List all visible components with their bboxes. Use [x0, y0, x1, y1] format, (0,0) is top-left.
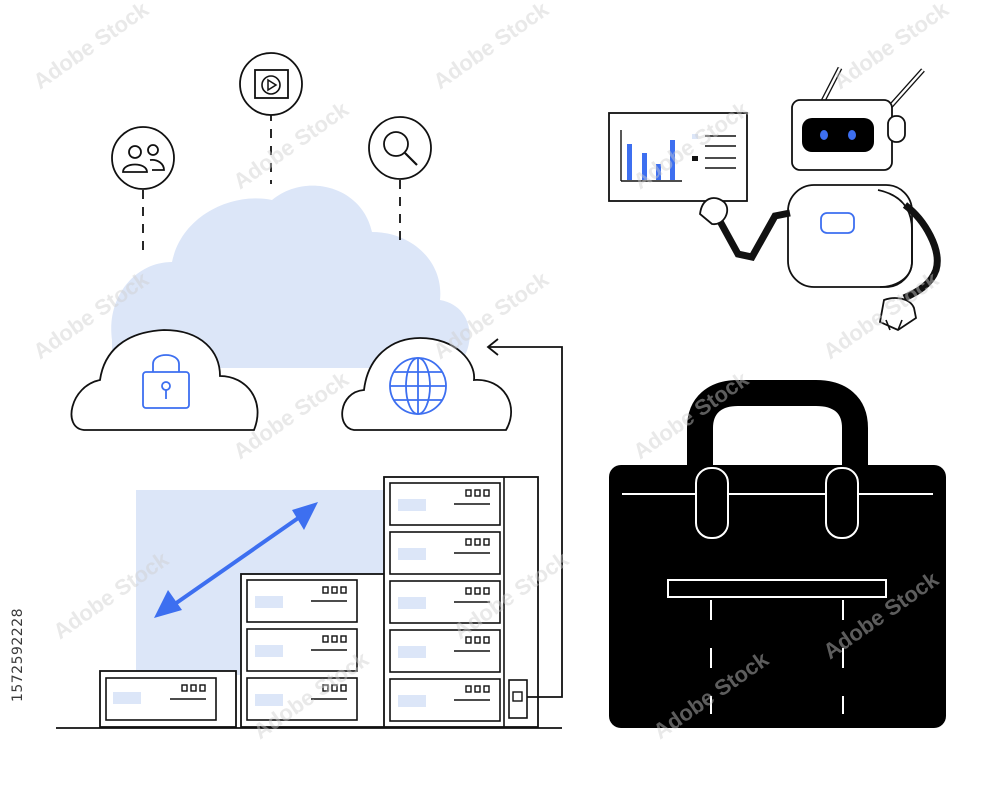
globe-cloud-shape: [341, 337, 512, 431]
watermark-text: Adobe Stock: [429, 0, 554, 94]
briefcase-icon: [609, 380, 946, 728]
server-unit: [246, 628, 358, 672]
server-unit: [246, 579, 358, 623]
large-cloud-shape: [111, 185, 470, 368]
data-flow-arrow: [486, 338, 563, 698]
rack-port: [508, 679, 528, 719]
server-rack-medium: [240, 573, 388, 728]
bar-chart-icon: [620, 130, 682, 182]
robot-group: [608, 66, 941, 332]
chart-board: [608, 112, 748, 202]
server-unit: [389, 678, 501, 722]
play-icon: [239, 52, 303, 116]
server-unit: [246, 677, 358, 721]
server-unit: [389, 629, 501, 673]
lock-icon: [142, 354, 190, 409]
search-icon: [368, 116, 432, 180]
server-unit: [389, 482, 501, 526]
server-unit: [389, 580, 501, 624]
double-arrow-icon: [154, 502, 318, 618]
watermark-text: Adobe Stock: [29, 0, 154, 94]
stock-id-label: 1572592228: [10, 607, 26, 703]
robot-icon: [699, 66, 941, 332]
lock-cloud-shape: [70, 329, 259, 431]
users-icon: [111, 126, 175, 190]
watermark-text: Adobe Stock: [829, 0, 954, 94]
server-unit: [389, 531, 501, 575]
server-rack-small: [99, 670, 237, 728]
watermark-text: Adobe Stock: [229, 96, 354, 194]
cloud-group: [70, 52, 512, 431]
server-rack-group: [56, 338, 563, 729]
server-rack-tall: [383, 476, 539, 728]
globe-icon: [389, 357, 447, 415]
